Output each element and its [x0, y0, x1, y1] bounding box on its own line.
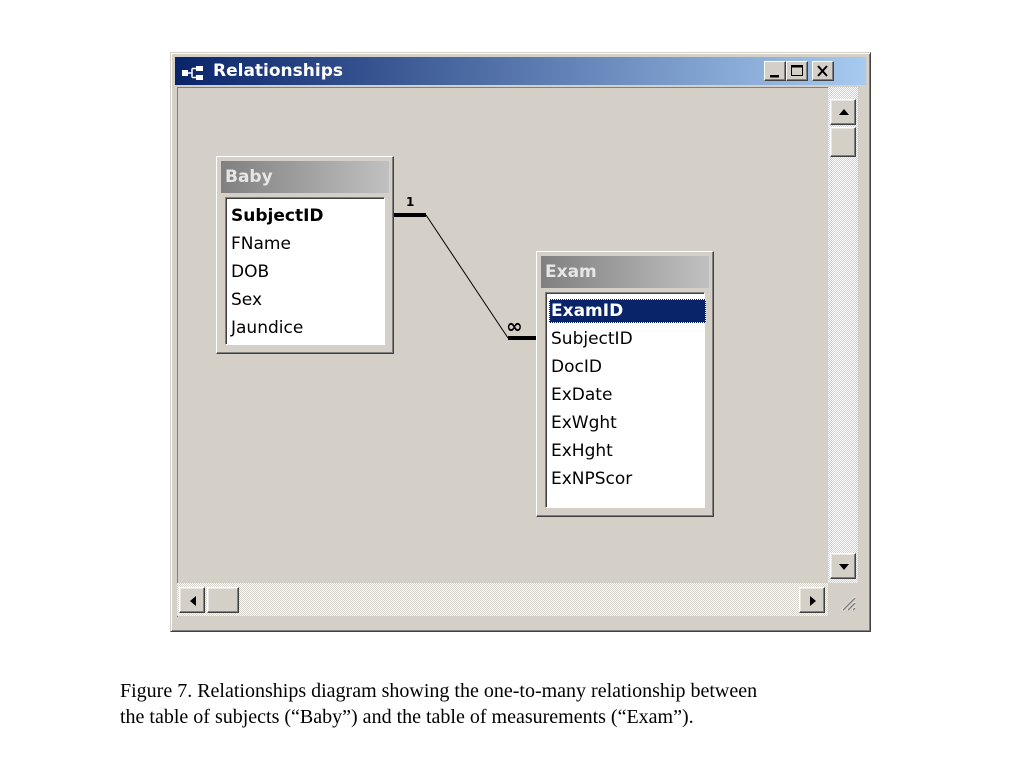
- maximize-icon: [791, 65, 803, 76]
- baby-table[interactable]: Baby SubjectID FName DOB Sex Jaundice: [216, 156, 394, 354]
- baby-field-subjectid[interactable]: SubjectID: [231, 206, 324, 226]
- horizontal-scroll-thumb[interactable]: [207, 587, 239, 613]
- exam-field-subjectid[interactable]: SubjectID: [551, 329, 633, 349]
- vertical-scroll-thumb[interactable]: [830, 127, 856, 157]
- baby-field-dob[interactable]: DOB: [231, 262, 270, 282]
- scroll-down-button[interactable]: [830, 553, 856, 579]
- minimize-icon: [770, 75, 779, 78]
- resize-grip[interactable]: [828, 583, 858, 616]
- arrow-left-icon: [190, 596, 196, 606]
- close-icon: [817, 65, 828, 77]
- exam-field-exhght[interactable]: ExHght: [551, 441, 613, 461]
- exam-field-exnpscor[interactable]: ExNPScor: [551, 469, 633, 489]
- baby-field-fname[interactable]: FName: [231, 234, 291, 254]
- exam-field-examid[interactable]: ExamID: [549, 299, 706, 323]
- baby-field-sex[interactable]: Sex: [231, 290, 263, 310]
- relationship-line: 1 ∞: [394, 195, 536, 340]
- baby-field-jaundice[interactable]: Jaundice: [231, 318, 304, 338]
- exam-field-docid[interactable]: DocID: [551, 357, 602, 377]
- window-title: Relationships: [213, 61, 343, 81]
- horizontal-scrollbar[interactable]: [177, 583, 828, 616]
- baby-field-list[interactable]: SubjectID FName DOB Sex Jaundice: [225, 197, 385, 345]
- maximize-button[interactable]: [786, 61, 808, 81]
- minimize-button[interactable]: [764, 61, 786, 81]
- close-button[interactable]: [812, 61, 834, 81]
- caption-line-2: the table of subjects (“Baby”) and the t…: [120, 706, 694, 728]
- many-label: ∞: [506, 314, 523, 338]
- scroll-up-button[interactable]: [830, 99, 856, 125]
- one-label: 1: [406, 195, 414, 209]
- exam-table-title[interactable]: Exam: [541, 256, 709, 288]
- exam-field-list[interactable]: ExamID SubjectID DocID ExDate ExWght ExH…: [545, 292, 706, 508]
- caption-line-1: Figure 7. Relationships diagram showing …: [120, 680, 758, 702]
- arrow-right-icon: [810, 596, 816, 606]
- arrow-down-icon: [839, 564, 849, 570]
- exam-field-exdate[interactable]: ExDate: [551, 385, 613, 405]
- scroll-right-button[interactable]: [799, 587, 825, 613]
- relationships-canvas[interactable]: 1 ∞ Baby SubjectID FName DOB Sex Jaundic…: [177, 87, 829, 617]
- figure-caption: Figure 7. Relationships diagram showing …: [120, 678, 960, 730]
- baby-table-title[interactable]: Baby: [221, 161, 389, 193]
- vertical-scrollbar[interactable]: [828, 87, 858, 616]
- exam-field-exwght[interactable]: ExWght: [551, 413, 617, 433]
- scroll-left-button[interactable]: [179, 587, 205, 613]
- relationships-icon: [182, 66, 203, 80]
- relationships-window: Relationships 1 ∞ Bab: [170, 52, 871, 632]
- resize-grip-icon: [841, 596, 856, 611]
- arrow-up-icon: [839, 109, 849, 115]
- exam-table[interactable]: Exam ExamID SubjectID DocID ExDate ExWgh…: [536, 251, 714, 517]
- title-bar[interactable]: Relationships: [175, 57, 866, 85]
